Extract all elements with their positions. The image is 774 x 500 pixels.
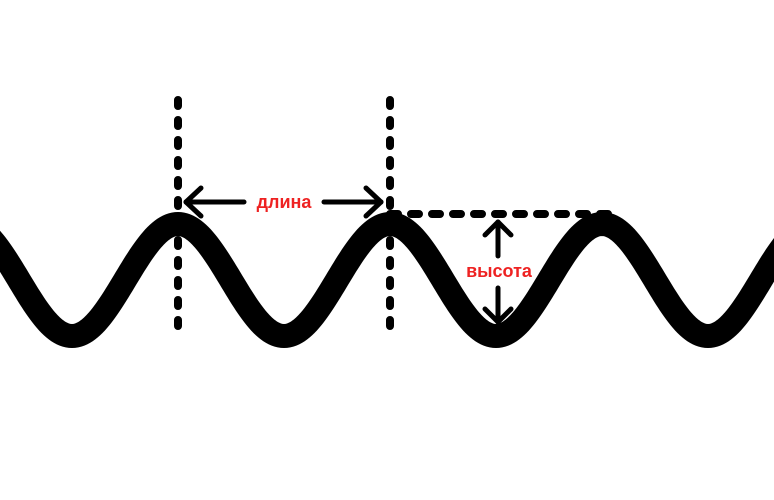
height-arrow-up <box>482 219 514 259</box>
wavelength-arrow-right <box>321 185 384 219</box>
height-label: высота <box>466 261 533 281</box>
height-arrow-down <box>482 285 514 325</box>
wavelength-arrow-left <box>183 185 247 219</box>
wavelength-label: длина <box>257 192 313 212</box>
